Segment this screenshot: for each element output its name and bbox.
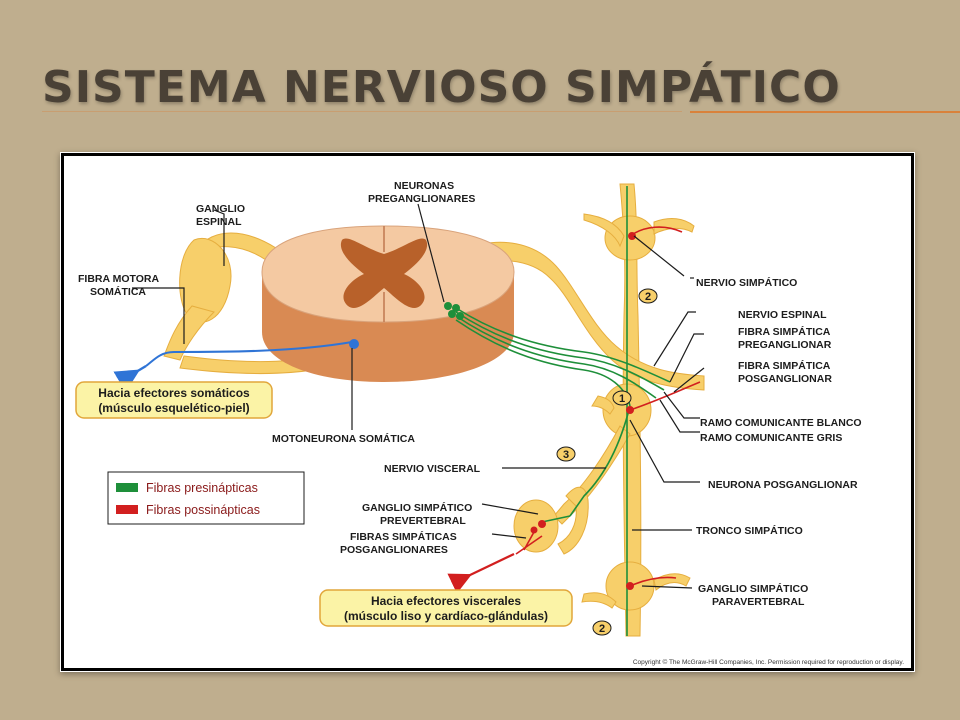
svg-text:2: 2 [599, 623, 605, 635]
callout-viscerales: Hacia efectores viscerales (músculo liso… [319, 589, 573, 627]
label-neuronas-pre-2: PREGANGLIONARES [368, 193, 475, 205]
label-fibras-pos-1: FIBRAS SIMPÁTICAS [350, 530, 457, 543]
diagram-labels: GANGLIO ESPINAL FIBRA MOTORA SOMÁTICA NE… [78, 180, 862, 608]
step-marker-2-top: 2 [638, 288, 658, 304]
postganglionic-neuron-middle [626, 406, 634, 414]
label-ganglio-pre-2: PREVERTEBRAL [380, 515, 466, 527]
sympathetic-diagram: 2 1 3 2 GANGLIO ESPINAL FIBRA MOTORA SOM… [75, 180, 904, 666]
spinal-nerve-right [463, 241, 705, 391]
label-ganglio-espinal-2: ESPINAL [196, 216, 242, 228]
label-fibra-motora-1: FIBRA MOTORA [78, 273, 159, 285]
label-fibra-pre-1: FIBRA SIMPÁTICA [738, 325, 831, 338]
label-nervio-espinal: NERVIO ESPINAL [738, 309, 827, 321]
svg-text:Hacia efectores somáticos: Hacia efectores somáticos [98, 386, 250, 400]
title-rule-left [42, 111, 682, 112]
copyright-note: Copyright © The McGraw-Hill Companies, I… [633, 658, 904, 666]
step-marker-3: 3 [556, 446, 576, 462]
preganglionic-neuron [444, 302, 452, 310]
label-tronco: TRONCO SIMPÁTICO [696, 524, 803, 537]
label-ganglio-para-1: GANGLIO SIMPÁTICO [698, 582, 808, 595]
label-fibra-pos-1: FIBRA SIMPÁTICA [738, 359, 831, 372]
svg-text:(músculo esquelético-piel): (músculo esquelético-piel) [98, 401, 249, 415]
postganglionic-neuron-upper [628, 232, 636, 240]
neuron-bodies [349, 232, 636, 590]
legend-swatch-presinapticas [116, 483, 138, 492]
leader-lines [132, 203, 705, 589]
somatic-fiber [113, 341, 353, 393]
figure-area: 2 1 3 2 GANGLIO ESPINAL FIBRA MOTORA SOM… [64, 156, 911, 668]
label-fibra-pos-2: POSGANGLIONAR [738, 373, 832, 385]
legend-swatch-possinapticas [116, 505, 138, 514]
svg-text:Hacia efectores viscerales: Hacia efectores viscerales [371, 594, 521, 608]
postganglionic-neuron-lower [626, 582, 634, 590]
spinal-nerve-left [163, 305, 215, 361]
gray-matter-butterfly [340, 238, 428, 309]
callout-somaticos: Hacia efectores somáticos (músculo esque… [75, 381, 273, 419]
label-fibra-pre-2: PREGANGLIONAR [738, 339, 832, 351]
label-fibra-motora-2: SOMÁTICA [90, 285, 146, 298]
label-ramo-blanco: RAMO COMUNICANTE BLANCO [700, 417, 862, 429]
prevertebral-ganglion [513, 499, 559, 553]
label-neurona-pos: NEURONA POSGANGLIONAR [708, 479, 858, 491]
step-marker-1: 1 [612, 390, 632, 406]
label-neuronas-pre-1: NEURONAS [394, 180, 454, 192]
label-nervio-visceral: NERVIO VISCERAL [384, 463, 481, 475]
somatic-motor-neuron [349, 339, 359, 349]
legend: Fibras presinápticas Fibras possináptica… [107, 471, 305, 525]
presynaptic-fibers [455, 186, 671, 636]
label-ganglio-para-2: PARAVERTEBRAL [712, 596, 805, 608]
legend-presinapticas: Fibras presinápticas [146, 481, 258, 495]
legend-possinapticas: Fibras possinápticas [146, 503, 260, 517]
label-ganglio-espinal-1: GANGLIO [196, 203, 245, 215]
step-marker-2-bottom: 2 [592, 620, 612, 636]
prevertebral-neuron [538, 520, 546, 528]
title-rule [690, 111, 960, 113]
label-ramo-gris: RAMO COMUNICANTE GRIS [700, 432, 842, 444]
label-motoneurona: MOTONEURONA SOMÁTICA [272, 432, 415, 445]
svg-text:1: 1 [619, 393, 625, 405]
label-ganglio-pre-1: GANGLIO SIMPÁTICO [362, 501, 472, 514]
slide-title: SISTEMA NERVIOSO SIMPÁTICO [42, 62, 841, 113]
label-fibras-pos-2: POSGANGLIONARES [340, 544, 448, 556]
svg-text:3: 3 [563, 449, 569, 461]
spinal-ganglion-left [179, 238, 232, 323]
svg-text:(músculo liso y cardíaco-glánd: (músculo liso y cardíaco-glándulas) [344, 609, 548, 623]
label-nervio-simpatico: NERVIO SIMPÁTICO [696, 276, 797, 289]
visceral-branch [557, 486, 589, 555]
svg-text:2: 2 [645, 291, 651, 303]
spinal-cord [261, 225, 515, 382]
visceral-effector-arrow [447, 553, 515, 594]
figure-frame: 2 1 3 2 GANGLIO ESPINAL FIBRA MOTORA SOM… [60, 152, 915, 672]
